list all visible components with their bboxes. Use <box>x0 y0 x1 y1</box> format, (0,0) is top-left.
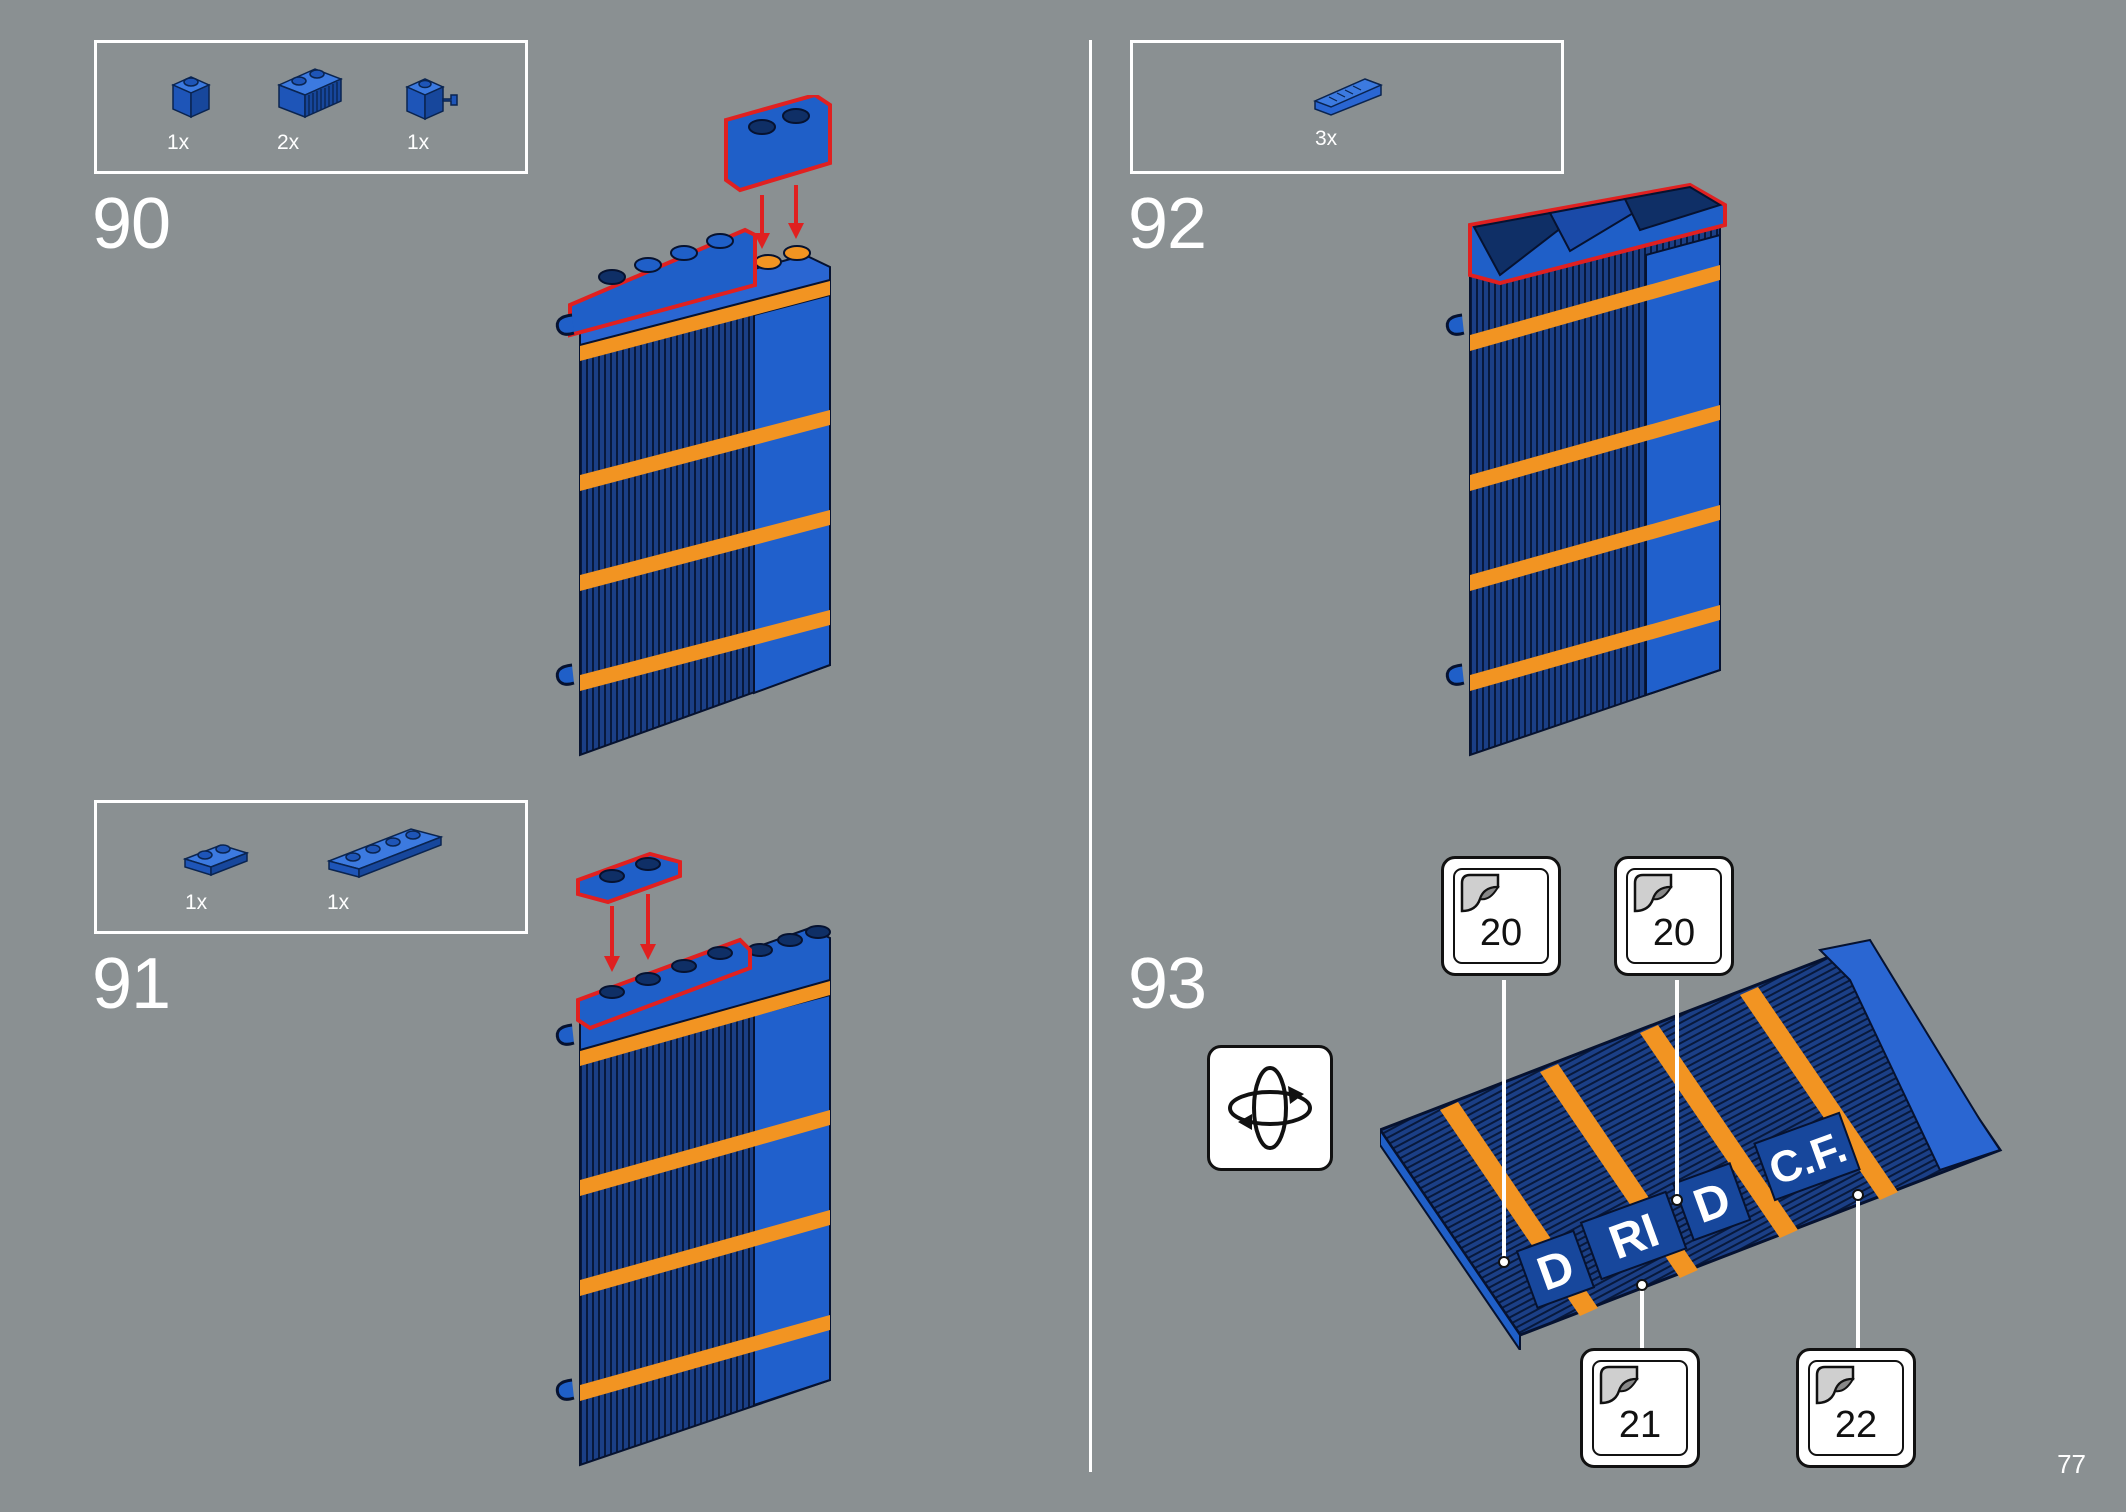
sticker-icon <box>1633 873 1673 913</box>
model-step-93: D RI D C.F. <box>1380 938 2003 1350</box>
part-qty: 1x <box>407 131 430 154</box>
plate-1x2-icon <box>182 844 250 877</box>
step-number: 93 <box>1128 944 1207 1024</box>
sticker-number: 20 <box>1652 912 1696 954</box>
grille-1x2-icon <box>277 68 343 119</box>
page-number: 77 <box>2057 1449 2086 1479</box>
part-qty: 2x <box>277 131 300 154</box>
part-qty: 1x <box>167 131 190 154</box>
sticker-icon <box>1599 1365 1639 1405</box>
model-step-92 <box>1445 182 1727 757</box>
clip-brick-1x1-icon <box>405 78 458 121</box>
sticker-number: 21 <box>1618 1404 1662 1446</box>
sticker-callout-22: 22 <box>1796 1348 1916 1468</box>
part-qty: 3x <box>1315 127 1338 150</box>
part-qty: 1x <box>327 891 350 914</box>
sticker-callout-21: 21 <box>1580 1348 1700 1468</box>
parts-box-step-92: 3x <box>1130 40 1564 174</box>
sticker-number: 22 <box>1834 1404 1878 1446</box>
slope-grille-icon <box>1313 78 1383 116</box>
page-divider <box>1089 40 1092 1472</box>
sticker-number: 20 <box>1479 912 1523 954</box>
step-number: 92 <box>1128 184 1207 264</box>
sticker-icon <box>1460 873 1500 913</box>
sticker-callout-20b: 20 <box>1614 856 1734 976</box>
step-number: 91 <box>92 944 171 1024</box>
sticker-callout-20a: 20 <box>1441 856 1561 976</box>
model-step-91 <box>555 851 831 1467</box>
sticker-icon <box>1815 1365 1855 1405</box>
brick-1x1-icon <box>171 76 211 119</box>
model-step-90 <box>555 95 832 757</box>
parts-box-step-90: 1x 2x 1x <box>94 40 528 174</box>
step-number: 90 <box>92 184 171 264</box>
plate-1x4-icon <box>326 828 444 879</box>
part-qty: 1x <box>185 891 208 914</box>
parts-box-step-91: 1x 1x <box>94 800 528 934</box>
rotate-model-icon <box>1207 1045 1333 1171</box>
